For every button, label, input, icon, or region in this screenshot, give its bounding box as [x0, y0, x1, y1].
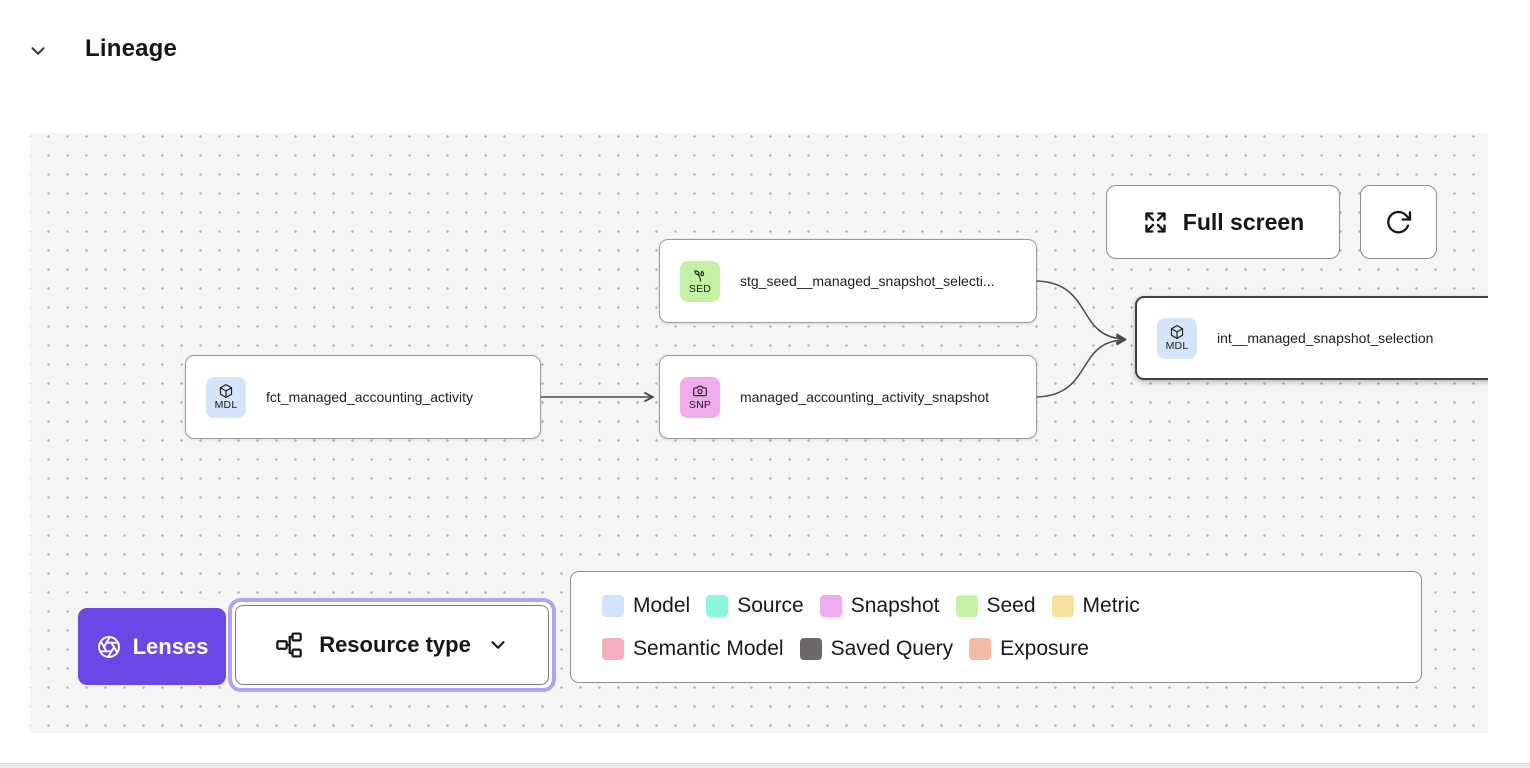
legend-item-semantic-model: Semantic Model — [602, 637, 784, 661]
seedling-icon — [693, 267, 708, 283]
lineage-canvas[interactable]: Full screen SED stg_seed__managed_snapsh… — [30, 133, 1488, 733]
node-badge-label: SED — [688, 283, 712, 295]
legend-row-1: Model Source Snapshot Seed Metric — [602, 594, 1421, 618]
edge-stg-to-int — [1036, 280, 1127, 344]
legend-swatch-source — [706, 594, 729, 617]
legend-swatch-exposure — [969, 637, 992, 660]
refresh-button[interactable] — [1360, 185, 1437, 259]
node-label: stg_seed__managed_snapshot_selecti... — [740, 273, 995, 289]
resource-type-dropdown[interactable]: Resource type — [235, 605, 549, 685]
legend-swatch-saved-query — [799, 637, 822, 660]
node-badge-model: MDL — [1157, 317, 1197, 359]
legend-item-exposure: Exposure — [969, 637, 1089, 661]
node-label: int__managed_snapshot_selection — [1217, 330, 1434, 346]
node-int-managed-snapshot-selection[interactable]: MDL int__managed_snapshot_selection — [1135, 296, 1488, 380]
chevron-down-icon — [487, 634, 509, 656]
legend-item-snapshot: Snapshot — [819, 594, 940, 618]
legend-swatch-metric — [1051, 594, 1074, 617]
node-managed-accounting-activity-snapshot[interactable]: SNP managed_accounting_activity_snapshot — [659, 355, 1037, 439]
legend-swatch-seed — [955, 594, 978, 617]
page-title: Lineage — [85, 35, 178, 62]
expand-icon — [1142, 209, 1169, 236]
node-badge-seed: SED — [680, 260, 720, 302]
legend-swatch-semantic-model — [602, 637, 624, 660]
cube-icon — [218, 383, 234, 399]
node-fct-managed-accounting-activity[interactable]: MDL fct_managed_accounting_activity — [185, 355, 541, 439]
node-badge-label: MDL — [214, 399, 238, 411]
legend-item-saved-query: Saved Query — [799, 637, 953, 661]
refresh-icon — [1384, 208, 1413, 237]
node-badge-label: SNP — [688, 399, 712, 411]
node-label: fct_managed_accounting_activity — [266, 389, 474, 405]
full-screen-button[interactable]: Full screen — [1106, 185, 1340, 259]
legend-item-source: Source — [706, 594, 804, 618]
lenses-button[interactable]: Lenses — [78, 608, 226, 685]
node-badge-snapshot: SNP — [680, 376, 720, 418]
legend-item-seed: Seed — [955, 594, 1036, 618]
legend-swatch-snapshot — [819, 594, 842, 617]
aperture-icon — [96, 634, 122, 660]
camera-icon — [692, 383, 708, 399]
resource-type-focus-ring: Resource type — [228, 598, 556, 692]
node-badge-label: MDL — [1165, 340, 1189, 352]
legend-item-model: Model — [602, 594, 690, 618]
hierarchy-icon — [275, 631, 303, 659]
lenses-label: Lenses — [132, 633, 209, 659]
node-label: managed_accounting_activity_snapshot — [740, 389, 990, 405]
full-screen-label: Full screen — [1182, 208, 1305, 235]
lineage-header: Lineage — [0, 0, 1530, 90]
legend-row-2: Semantic Model Saved Query Exposure — [602, 637, 1421, 661]
bottom-divider — [0, 763, 1530, 768]
resource-type-legend: Model Source Snapshot Seed Metric S — [570, 571, 1422, 683]
edge-snp-to-int — [1036, 334, 1127, 398]
node-badge-model: MDL — [206, 376, 246, 418]
collapse-chevron-icon[interactable] — [26, 39, 50, 63]
legend-item-metric: Metric — [1051, 594, 1140, 618]
node-stg-seed-managed-snapshot-selection[interactable]: SED stg_seed__managed_snapshot_selecti..… — [659, 239, 1037, 323]
resource-type-label: Resource type — [319, 632, 471, 657]
legend-swatch-model — [602, 594, 624, 617]
cube-icon — [1169, 324, 1185, 340]
